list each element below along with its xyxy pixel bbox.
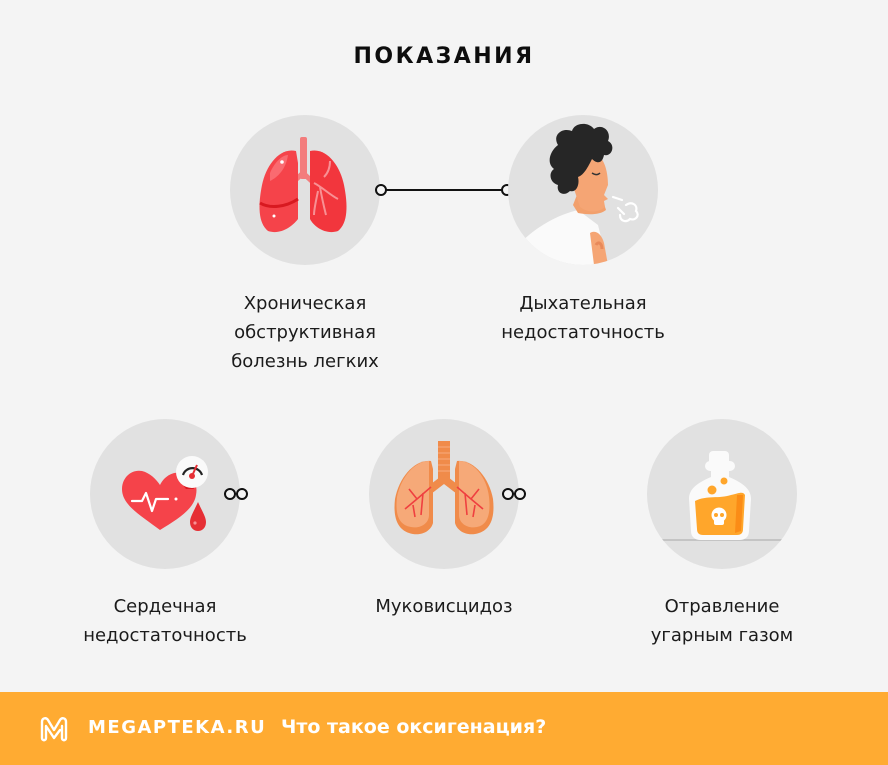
copd-label: Хроническая обструктивная болезнь легких <box>231 293 379 372</box>
heart-failure-illustration <box>90 419 240 569</box>
heart-failure-label: Сердечная недостаточность <box>83 596 247 646</box>
poison-bottle-icon <box>647 451 797 541</box>
heart-pressure-icon <box>122 456 208 531</box>
co-poisoning-label: Отравление угарным газом <box>650 596 794 646</box>
connector-dot <box>375 184 387 196</box>
copd-illustration <box>230 115 380 265</box>
co-poisoning-illustration <box>647 419 797 569</box>
respiratory-failure-label: Дыхательная недостаточность <box>501 293 665 343</box>
man-exhaling-icon <box>518 123 639 265</box>
connector-dot <box>514 488 526 500</box>
orange-lungs-icon <box>394 441 494 535</box>
cystic-fibrosis-illustration <box>369 419 519 569</box>
brand-link[interactable]: MEGAPTEKA.RU <box>88 717 267 738</box>
red-lungs-icon <box>259 137 347 233</box>
connector-copd-respiratory <box>375 183 513 197</box>
connector-dot <box>502 488 514 500</box>
page-title: ПОКАЗАНИЯ <box>353 44 535 69</box>
cystic-fibrosis-label: Муковисцидоз <box>375 596 513 617</box>
connector-dot <box>236 488 248 500</box>
article-title-link[interactable]: Что такое оксигенация? <box>281 716 547 738</box>
connector-dot <box>224 488 236 500</box>
megapteka-logo-icon[interactable] <box>38 714 70 742</box>
respiratory-failure-illustration <box>508 115 658 265</box>
footer-banner: MEGAPTEKA.RU Что такое оксигенация? <box>0 692 888 765</box>
